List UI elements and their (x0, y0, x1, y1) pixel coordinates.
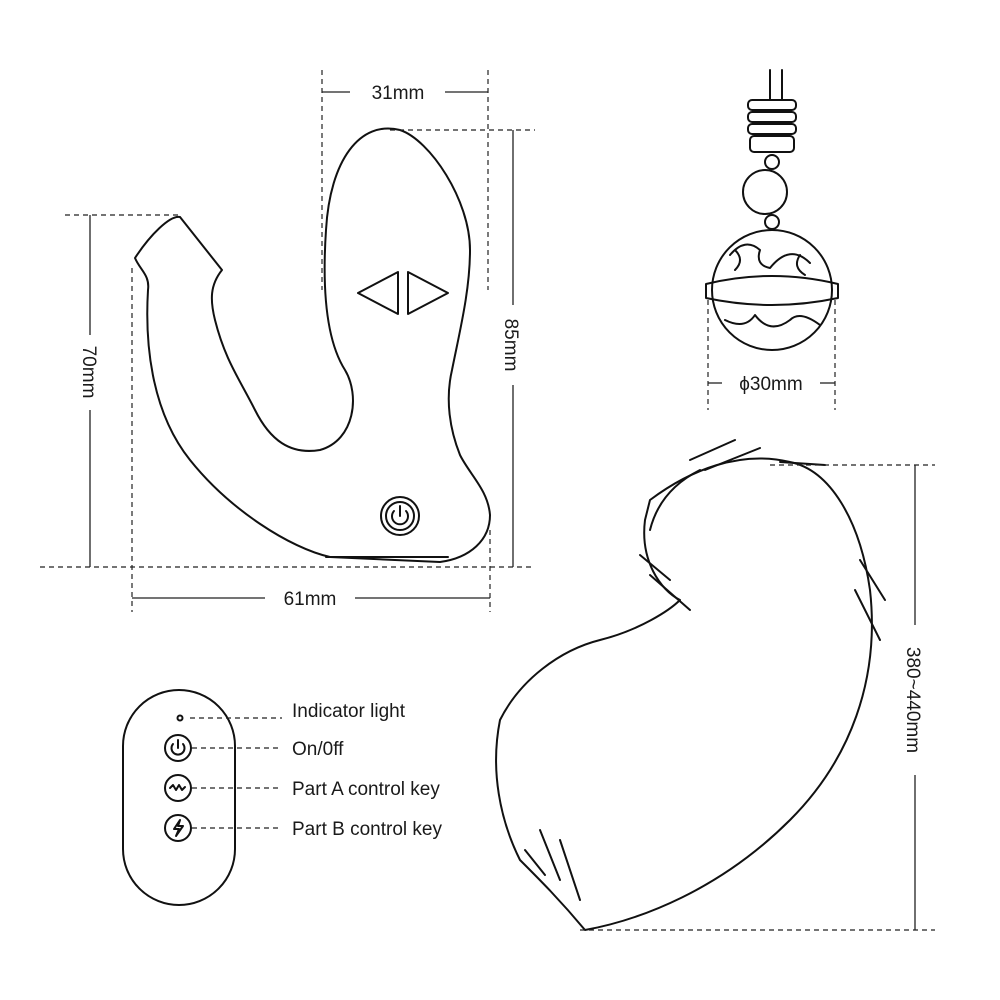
label-61mm: 61mm (284, 589, 337, 610)
power-icon (164, 734, 192, 762)
wave-icon (164, 774, 192, 802)
label-indicator-light: Indicator light (292, 701, 406, 722)
arrow-left-icon (357, 271, 399, 315)
dimension-tail-length: 380~440mm (580, 464, 935, 931)
tail-outline (495, 439, 886, 931)
label-on-off: On/0ff (292, 739, 344, 760)
dimension-width-bottom: 61mm (131, 268, 491, 612)
lightning-icon (164, 814, 192, 842)
label-31mm: 31mm (372, 83, 425, 104)
dimension-bell-diameter: ϕ30mm (707, 300, 836, 410)
label-70mm: 70mm (78, 346, 99, 399)
power-button-icon (380, 496, 420, 536)
indicator-light-dot (176, 714, 184, 722)
label-part-b: Part B control key (292, 819, 442, 840)
bell-pendant (705, 69, 839, 351)
remote-control: Indicator light On/0ff Part A control ke… (122, 689, 442, 906)
label-bell-diameter: ϕ30mm (739, 374, 802, 395)
label-part-a: Part A control key (292, 779, 440, 800)
label-tail-length: 380~440mm (902, 647, 923, 753)
dimension-height-right: 85mm (40, 129, 535, 568)
dimension-width-top: 31mm (321, 70, 489, 290)
device-outline (134, 127, 491, 563)
label-85mm: 85mm (500, 319, 521, 372)
dimension-height-left: 70mm (65, 214, 180, 567)
arrow-right-icon (407, 271, 449, 315)
